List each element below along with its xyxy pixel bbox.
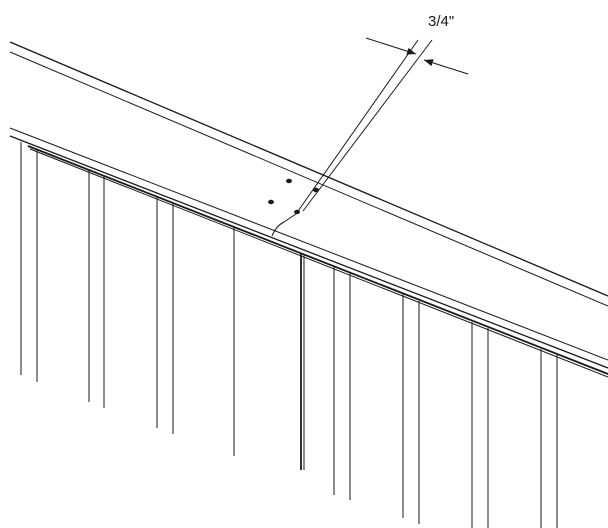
dimension-arrow-right xyxy=(423,59,469,75)
joint-curve-left xyxy=(271,221,285,237)
rail-front-edge-upper xyxy=(9,127,608,361)
rail-top-edge-inner xyxy=(9,51,608,307)
rail-bottom-edge xyxy=(27,145,608,375)
dimension-arrow-left xyxy=(365,37,417,55)
splice-joint xyxy=(271,213,297,237)
joint-top-seg xyxy=(283,213,297,223)
screw-holes xyxy=(268,178,319,215)
top-rail xyxy=(9,41,608,378)
rail-front-edge-mid xyxy=(9,135,608,369)
rail-bottom-edge-inner xyxy=(29,148,608,378)
screw-hole-3 xyxy=(268,199,274,205)
gap-dimension: 3/4" xyxy=(295,13,469,215)
dimension-label: 3/4" xyxy=(428,13,454,30)
rail-top-edge-outer xyxy=(9,41,608,297)
balusters xyxy=(20,142,558,528)
screw-hole-4 xyxy=(294,209,300,215)
screw-hole-1 xyxy=(286,178,292,184)
gap-extension-line-left xyxy=(295,39,419,215)
screw-hole-2 xyxy=(313,187,319,193)
gap-extension-line-right xyxy=(302,39,433,212)
